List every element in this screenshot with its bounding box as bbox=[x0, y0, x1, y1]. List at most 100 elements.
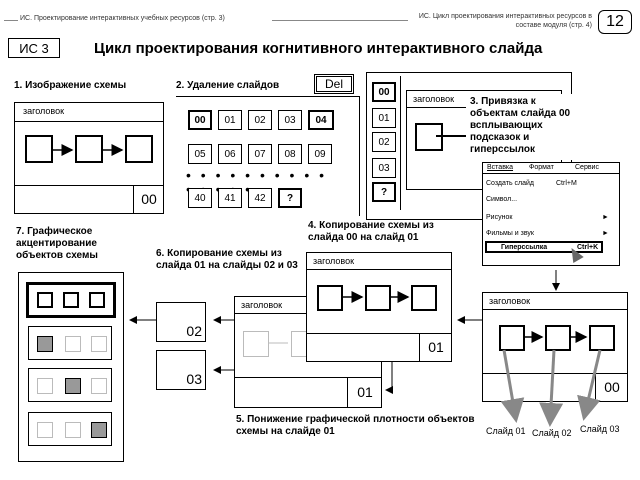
menu-bar-item[interactable]: Формат bbox=[529, 164, 554, 171]
step-5-label: 5. Понижение графической плотности объек… bbox=[236, 414, 475, 437]
side-list-item-00[interactable]: 00 bbox=[372, 82, 396, 102]
menu-item[interactable]: Символ... bbox=[486, 196, 518, 203]
footer-rule bbox=[307, 333, 451, 334]
schema-node-2 bbox=[545, 325, 571, 351]
schema-node-faded bbox=[91, 378, 107, 394]
schema-node-1 bbox=[25, 135, 53, 163]
slide-01-link-label: Слайд 01 bbox=[486, 426, 526, 436]
slide-heading: заголовок bbox=[241, 300, 283, 310]
menu-item[interactable]: Рисунок► bbox=[486, 214, 609, 221]
menu-bar-item[interactable]: Сервис bbox=[575, 164, 599, 171]
slide-heading: заголовок bbox=[489, 296, 531, 306]
slide-number-box: 00 bbox=[595, 373, 628, 401]
schema-node-3 bbox=[411, 285, 437, 311]
step-2-label: 2. Удаление слайдов bbox=[176, 80, 280, 91]
slide-thumb-05[interactable]: 05 bbox=[188, 144, 212, 164]
slide-02-frame: 02 bbox=[156, 302, 206, 342]
accent-slide-3 bbox=[28, 368, 112, 402]
menu-item-hyperlink[interactable]: Гиперссылка Ctrl+K bbox=[485, 241, 603, 253]
side-list-question[interactable]: ? bbox=[372, 182, 396, 202]
schema-node-1 bbox=[415, 123, 443, 151]
schema-node bbox=[37, 292, 53, 308]
slide-00-right-frame: заголовок 00 bbox=[482, 292, 628, 402]
side-list-panel bbox=[368, 76, 401, 210]
accent-slide-4 bbox=[28, 412, 112, 446]
schema-node-3 bbox=[589, 325, 615, 351]
slide-number-box: 00 bbox=[133, 185, 164, 213]
section-badge: ИС 3 bbox=[8, 38, 60, 58]
step-1-label: 1. Изображение схемы bbox=[14, 80, 127, 91]
arrow-to-text bbox=[436, 135, 466, 137]
schema-node-accent bbox=[65, 378, 81, 394]
schema-node-faded bbox=[37, 422, 53, 438]
schema-node-faded bbox=[65, 422, 81, 438]
slide-thumb-40[interactable]: 40 bbox=[188, 188, 212, 208]
schema-node-accent bbox=[91, 422, 107, 438]
schema-node-accent bbox=[37, 336, 53, 352]
slide-heading: заголовок bbox=[413, 94, 455, 104]
schema-node bbox=[89, 292, 105, 308]
menu-bar: Вставка Формат Сервис bbox=[483, 163, 619, 174]
header-rule-left bbox=[4, 20, 18, 21]
slide-02-link-label: Слайд 02 bbox=[532, 428, 572, 438]
step-3-label: 3. Привязка к объектам слайда 00 всплыва… bbox=[470, 96, 571, 155]
slide-number: 03 bbox=[186, 371, 202, 387]
slide-00-frame: заголовок 00 bbox=[14, 102, 164, 214]
schema-node-2 bbox=[365, 285, 391, 311]
heading-rule bbox=[307, 269, 451, 270]
schema-node-2 bbox=[75, 135, 103, 163]
page-number: 12 bbox=[598, 10, 632, 34]
page-title: Цикл проектирования когнитивного интерак… bbox=[94, 40, 543, 57]
slide-thumb-02[interactable]: 02 bbox=[248, 110, 272, 130]
footer-rule bbox=[15, 185, 163, 186]
accent-slide-1 bbox=[26, 282, 116, 318]
slide-heading: заголовок bbox=[23, 106, 65, 116]
header-rule-mid bbox=[272, 20, 408, 21]
slide-thumb-42[interactable]: 42 bbox=[248, 188, 272, 208]
heading-rule bbox=[407, 107, 469, 108]
heading-rule bbox=[15, 121, 163, 122]
slide-01-frame: заголовок 01 bbox=[306, 252, 452, 362]
side-list-item-02[interactable]: 02 bbox=[372, 132, 396, 152]
slide-thumb-00[interactable]: 00 bbox=[188, 110, 212, 130]
menu-item[interactable]: Фильмы и звук► bbox=[486, 230, 609, 237]
slide-thumb-question[interactable]: ? bbox=[278, 188, 302, 208]
slide-thumb-03[interactable]: 03 bbox=[278, 110, 302, 130]
menu-bar-item[interactable]: Вставка bbox=[487, 164, 514, 171]
slide-number-box: 01 bbox=[347, 377, 382, 407]
step-7-label: 7. Графическое акцентирование объектов с… bbox=[16, 226, 98, 261]
slide-number: 02 bbox=[186, 323, 202, 339]
schema-node-faded bbox=[37, 378, 53, 394]
schema-node-faded bbox=[91, 336, 107, 352]
step-4-label: 4. Копирование схемы из слайда 00 на сла… bbox=[308, 220, 434, 243]
step-6-label: 6. Копирование схемы из слайда 01 на сла… bbox=[156, 248, 298, 271]
footer-rule bbox=[235, 377, 381, 378]
slide-03-link-label: Слайд 03 bbox=[580, 424, 620, 434]
side-list-item-01[interactable]: 01 bbox=[372, 108, 396, 128]
slide-thumb-09[interactable]: 09 bbox=[308, 144, 332, 164]
slide-thumb-04[interactable]: 04 bbox=[308, 110, 334, 130]
schema-node-faded bbox=[243, 331, 269, 357]
step-3-text-bg bbox=[466, 94, 576, 160]
slide-thumb-06[interactable]: 06 bbox=[218, 144, 242, 164]
schema-node-1 bbox=[499, 325, 525, 351]
header-left-text: ИС. Проектирование интерактивных учебных… bbox=[20, 15, 225, 22]
slide-03-frame: 03 bbox=[156, 350, 206, 390]
del-button[interactable]: Del bbox=[314, 74, 354, 94]
header-right-text: ИС. Цикл проектирования интерактивных ре… bbox=[418, 13, 592, 29]
slide-heading: заголовок bbox=[313, 256, 355, 266]
schema-node-faded bbox=[65, 336, 81, 352]
slide-thumb-41[interactable]: 41 bbox=[218, 188, 242, 208]
side-list-item-03[interactable]: 03 bbox=[372, 158, 396, 178]
schema-node bbox=[63, 292, 79, 308]
slide-number-box: 01 bbox=[419, 333, 452, 361]
slide-thumb-08[interactable]: 08 bbox=[278, 144, 302, 164]
schema-node-3 bbox=[125, 135, 153, 163]
schema-node-1 bbox=[317, 285, 343, 311]
heading-rule bbox=[483, 309, 627, 310]
accent-slide-2 bbox=[28, 326, 112, 360]
slide-thumb-01[interactable]: 01 bbox=[218, 110, 242, 130]
slide-thumb-07[interactable]: 07 bbox=[248, 144, 272, 164]
